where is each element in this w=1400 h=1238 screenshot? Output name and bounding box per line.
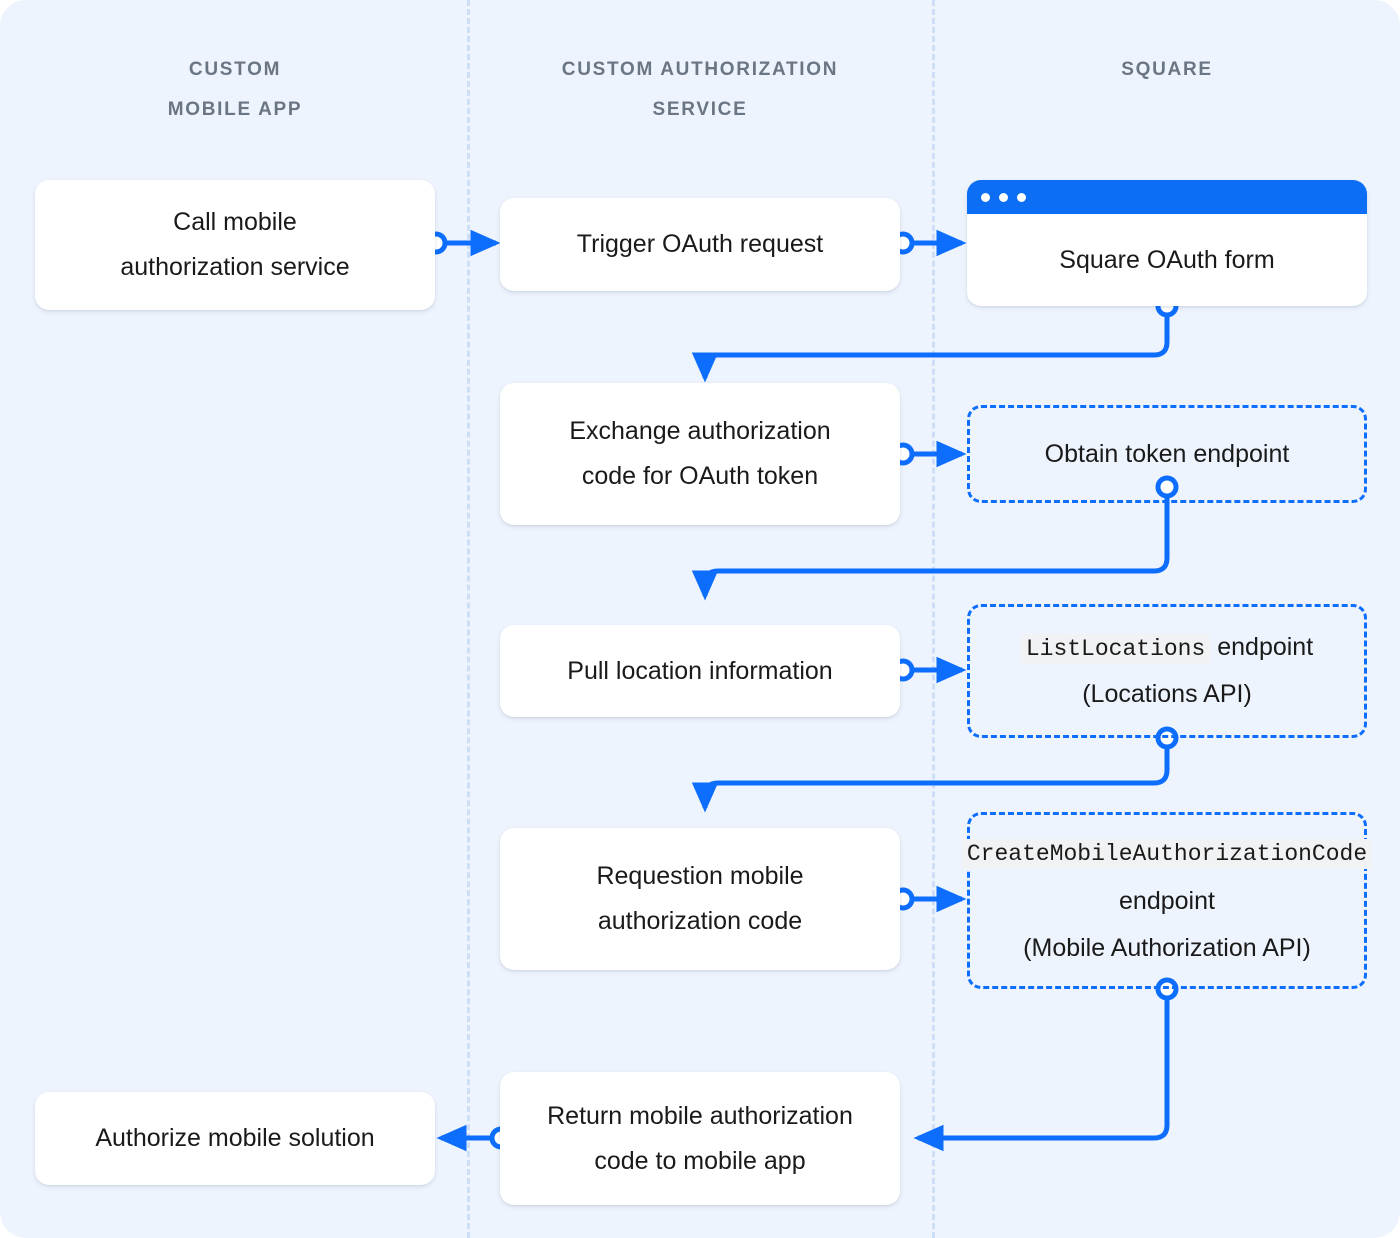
node-label-suffix: endpoint	[1210, 633, 1314, 661]
column-header-line1: CUSTOM AUTHORIZATION	[561, 59, 839, 80]
column-header-mobile-app: CUSTOM MOBILE APP	[35, 50, 435, 130]
column-header-line2: SERVICE	[652, 99, 748, 120]
node-label-line1: Authorize mobile solution	[95, 1124, 375, 1152]
node-label-line1: ListLocations endpoint	[1020, 625, 1314, 672]
node-label-line2: authorization code	[597, 907, 803, 935]
browser-dot-icon	[999, 192, 1008, 202]
column-header-square: SQUARE	[967, 50, 1367, 90]
node-listlocations-endpoint[interactable]: ListLocations endpoint (Locations API)	[967, 604, 1367, 738]
browser-dot-icon	[981, 192, 990, 202]
node-label-line2: authorization service	[120, 253, 350, 281]
node-label-line1: Square OAuth form	[1059, 245, 1275, 274]
node-label-line1: Pull location information	[567, 656, 833, 685]
node-label-suffix: endpoint	[1119, 887, 1215, 915]
column-divider-1	[467, 0, 470, 1238]
node-request-mobile-authorization-code[interactable]: Requestion mobile authorization code	[500, 828, 900, 970]
node-pull-location-information[interactable]: Pull location information	[500, 625, 900, 717]
connector-listlocations-to-request	[691, 739, 1170, 813]
node-obtain-token-endpoint[interactable]: Obtain token endpoint	[967, 405, 1367, 503]
node-label-line1: Obtain token endpoint	[1044, 439, 1290, 468]
node-exchange-authorization-code[interactable]: Exchange authorization code for OAuth to…	[500, 383, 900, 525]
browser-title-bar	[967, 180, 1367, 214]
node-createmobileauthorizationcode-endpoint[interactable]: CreateMobileAuthorizationCode endpoint (…	[961, 812, 1373, 989]
code-listlocations: ListLocations	[1020, 634, 1211, 664]
connector-create-to-return	[913, 990, 1170, 1152]
connector-form-to-exchange	[691, 306, 1170, 383]
node-call-mobile-authorization-service[interactable]: Call mobile authorization service	[35, 180, 435, 310]
node-label-line1: Return mobile authorization	[547, 1101, 853, 1130]
column-header-line2: MOBILE APP	[167, 99, 303, 120]
node-authorize-mobile-solution[interactable]: Authorize mobile solution	[35, 1092, 435, 1185]
node-trigger-oauth-request[interactable]: Trigger OAuth request	[500, 198, 900, 291]
node-label-line1: Exchange authorization	[569, 417, 831, 445]
browser-content: Square OAuth form	[967, 214, 1367, 306]
node-label-line1: Trigger OAuth request	[576, 230, 824, 258]
column-divider-2	[932, 0, 935, 1238]
node-label-line1: Requestion mobile	[596, 862, 804, 890]
code-createmobileauthorizationcode: CreateMobileAuthorizationCode	[961, 839, 1373, 869]
node-label-line1: Call mobile	[173, 208, 297, 236]
node-label-line1: CreateMobileAuthorizationCode endpoint	[961, 829, 1373, 925]
node-label-line2: (Mobile Authorization API)	[1023, 934, 1311, 962]
column-header-auth-service: CUSTOM AUTHORIZATION SERVICE	[500, 50, 900, 130]
column-header-line1: CUSTOM	[188, 59, 282, 80]
node-label-line2: code to mobile app	[594, 1146, 806, 1175]
node-return-mobile-authorization-code[interactable]: Return mobile authorization code to mobi…	[500, 1072, 900, 1205]
node-label-line2: (Locations API)	[1082, 680, 1252, 708]
node-label-line2: code for OAuth token	[581, 462, 819, 490]
browser-dot-icon	[1017, 192, 1026, 202]
column-header-line1: SQUARE	[1121, 59, 1213, 80]
node-square-oauth-form[interactable]: Square OAuth form	[967, 180, 1367, 306]
